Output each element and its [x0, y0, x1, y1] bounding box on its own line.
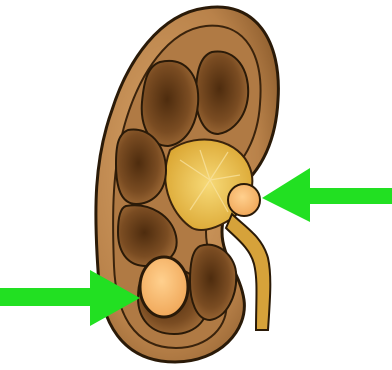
lower-stone [140, 257, 188, 317]
arrow-upper-stone [262, 168, 392, 222]
upper-stone [228, 184, 260, 216]
